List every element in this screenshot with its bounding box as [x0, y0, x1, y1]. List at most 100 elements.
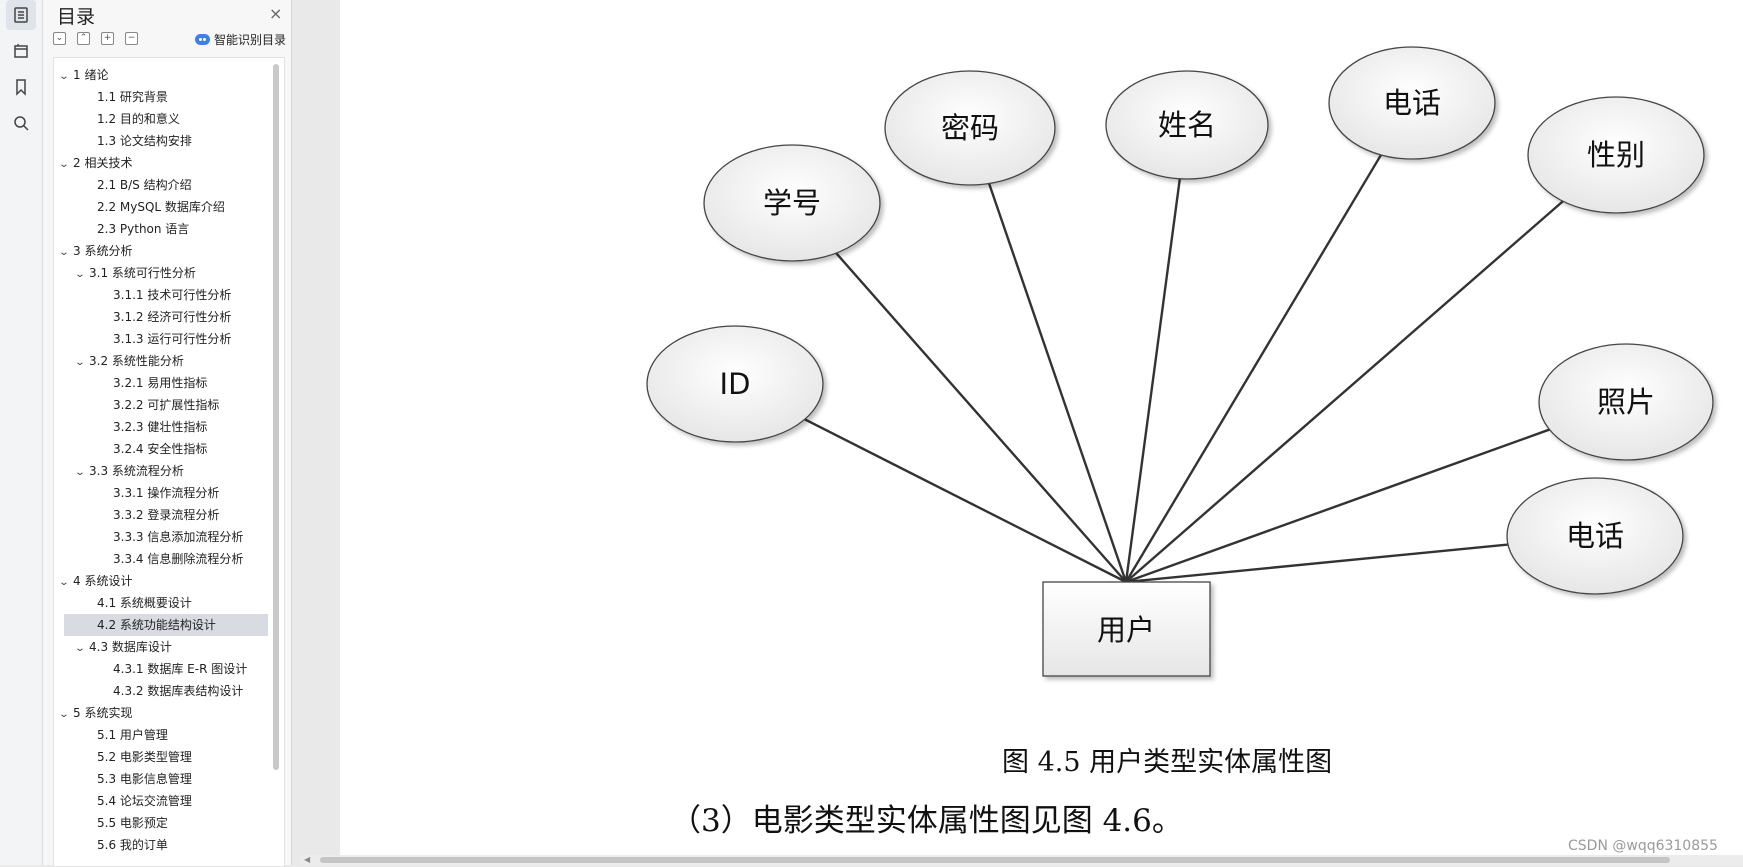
toc-item[interactable]: 3.2.4 安全性指标 [54, 438, 268, 460]
attribute-node: 电话 [1506, 477, 1684, 595]
toc-item-label: 3.1 系统可行性分析 [89, 266, 196, 280]
attribute-ellipse [1538, 343, 1714, 461]
scroll-left-icon[interactable]: ◀ [304, 855, 311, 864]
attribute-ellipse [884, 70, 1056, 186]
bookmark-icon[interactable] [6, 72, 36, 102]
toc-item[interactable]: 3.2.2 可扩展性指标 [54, 394, 268, 416]
toc-item-label: 1.1 研究背景 [97, 90, 168, 104]
toc-item[interactable]: 3.1.2 经济可行性分析 [54, 306, 268, 328]
chevron-down-icon[interactable]: ⌄ [58, 577, 70, 588]
attribute-ellipse [1527, 96, 1705, 214]
relationship-line [1125, 428, 1550, 584]
entity-label: 用户 [1097, 613, 1155, 647]
toc-item[interactable]: ⌄3.2 系统性能分析 [54, 350, 268, 372]
toc-item[interactable]: 2.2 MySQL 数据库介绍 [54, 196, 268, 218]
toc-item-label: 2.3 Python 语言 [97, 222, 190, 236]
toc-item[interactable]: 3.1.3 运行可行性分析 [54, 328, 268, 350]
toc-item-label: 5.6 我的订单 [97, 838, 168, 852]
toc-item[interactable]: 4.2 系统功能结构设计 [64, 614, 268, 636]
toc-item[interactable]: 5.5 电影预定 [54, 812, 268, 834]
toc-item[interactable]: ⌄5 系统实现 [54, 702, 268, 724]
collapse-level-icon[interactable]: − [125, 32, 138, 45]
toc-item[interactable]: 5.3 电影信息管理 [54, 768, 268, 790]
toc-item[interactable]: 2.3 Python 语言 [54, 218, 268, 240]
toc-item[interactable]: ⌄4 系统设计 [54, 570, 268, 592]
chevron-down-icon[interactable]: ⌄ [74, 269, 86, 280]
toc-item-label: 4 系统设计 [73, 574, 133, 588]
toc-item-label: 3.2.1 易用性指标 [113, 376, 208, 390]
attribute-node: 姓名 [1105, 70, 1269, 180]
toc-item[interactable]: 4.3.2 数据库表结构设计 [54, 680, 268, 702]
attribute-ellipse [1105, 70, 1269, 180]
toc-item[interactable]: 5.2 电影类型管理 [54, 746, 268, 768]
attribute-node: 学号 [703, 144, 881, 262]
toc-item[interactable]: 3.2.3 健壮性指标 [54, 416, 268, 438]
collapse-all-icon[interactable]: ⌃ [77, 32, 90, 45]
toc-item[interactable]: 1.3 论文结构安排 [54, 130, 268, 152]
toc-item-label: 2.1 B/S 结构介绍 [97, 178, 192, 192]
toc-item[interactable]: ⌄1 绪论 [54, 64, 268, 86]
toc-item-label: 3.2.3 健壮性指标 [113, 420, 208, 434]
chevron-down-icon[interactable]: ⌄ [74, 467, 86, 478]
scrollbar-thumb[interactable] [320, 857, 1670, 863]
toc-item-label: 4.3 数据库设计 [89, 640, 172, 654]
toc-item[interactable]: 3.3.1 操作流程分析 [54, 482, 268, 504]
toc-item[interactable]: 5.4 论坛交流管理 [54, 790, 268, 812]
toc-item-label: 5.4 论坛交流管理 [97, 794, 192, 808]
toc-item[interactable]: ⌄3.1 系统可行性分析 [54, 262, 268, 284]
chevron-down-icon[interactable]: ⌄ [74, 357, 86, 368]
toc-item[interactable]: 1.1 研究背景 [54, 86, 268, 108]
toc-item[interactable]: 5.6 我的订单 [54, 834, 268, 856]
toc-item[interactable]: ⌄3.3 系统流程分析 [54, 460, 268, 482]
toc-item[interactable]: ⌄2 相关技术 [54, 152, 268, 174]
expand-level-icon[interactable]: + [101, 32, 114, 45]
toc-item[interactable]: ⌄3 系统分析 [54, 240, 268, 262]
toc-item[interactable]: 4.3.1 数据库 E-R 图设计 [54, 658, 268, 680]
toc-item-label: 3.2.4 安全性指标 [113, 442, 208, 456]
attribute-node: 照片 [1538, 343, 1714, 461]
toc-item-label: 4.3.2 数据库表结构设计 [113, 684, 244, 698]
toc-item-label: 5 系统实现 [73, 706, 133, 720]
chevron-down-icon[interactable]: ⌄ [74, 643, 86, 654]
chevron-down-icon[interactable]: ⌄ [58, 159, 70, 170]
attribute-label: ID [720, 367, 751, 401]
toc-item[interactable]: 3.3.2 登录流程分析 [54, 504, 268, 526]
toc-item-label: 3.1.1 技术可行性分析 [113, 288, 232, 302]
outline-icon[interactable] [6, 0, 36, 30]
toc-item[interactable]: 3.3.3 信息添加流程分析 [54, 526, 268, 548]
smart-toc-button[interactable]: 智能识别目录 [195, 31, 286, 48]
toc-item-label: 3.1.3 运行可行性分析 [113, 332, 232, 346]
toc-item[interactable]: 2.1 B/S 结构介绍 [54, 174, 268, 196]
relationship-line [1124, 154, 1383, 583]
bookmark-tree-icon[interactable] [6, 36, 36, 66]
body-paragraph: （3）电影类型实体属性图见图 4.6。 [670, 803, 1183, 839]
entity-box [1042, 581, 1211, 677]
chevron-down-icon[interactable]: ⌄ [58, 71, 70, 82]
toc-item[interactable]: 3.2.1 易用性指标 [54, 372, 268, 394]
attribute-label: 电话 [1383, 86, 1441, 120]
search-icon[interactable] [6, 108, 36, 138]
toc-item[interactable]: ⌄4.3 数据库设计 [54, 636, 268, 658]
expand-all-icon[interactable]: ⌄ [53, 32, 66, 45]
close-icon[interactable]: × [269, 4, 283, 23]
attribute-ellipse [646, 325, 824, 443]
toc-item[interactable]: 1.2 目的和意义 [54, 108, 268, 130]
chevron-down-icon[interactable]: ⌄ [58, 709, 70, 720]
figure-caption: 图 4.5 用户类型实体属性图 [1002, 747, 1333, 778]
toc-item-label: 5.3 电影信息管理 [97, 772, 192, 786]
toc-item[interactable]: 4.1 系统概要设计 [54, 592, 268, 614]
toc-item[interactable]: 3.3.4 信息删除流程分析 [54, 548, 268, 570]
chevron-down-icon[interactable]: ⌄ [58, 247, 70, 258]
toc-item-label: 1.2 目的和意义 [97, 112, 180, 126]
attribute-label: 学号 [763, 186, 821, 220]
toc-item-label: 3.3.4 信息删除流程分析 [113, 552, 244, 566]
attribute-label: 密码 [941, 111, 999, 145]
toc-item-label: 4.1 系统概要设计 [97, 596, 192, 610]
toc-item[interactable]: 5.1 用户管理 [54, 724, 268, 746]
attribute-node: 密码 [884, 70, 1056, 186]
attribute-node: 电话 [1328, 46, 1496, 160]
horizontal-scrollbar[interactable]: ◀ [300, 855, 1743, 865]
toc-scrollbar[interactable] [273, 64, 279, 770]
toc-item[interactable]: 3.1.1 技术可行性分析 [54, 284, 268, 306]
